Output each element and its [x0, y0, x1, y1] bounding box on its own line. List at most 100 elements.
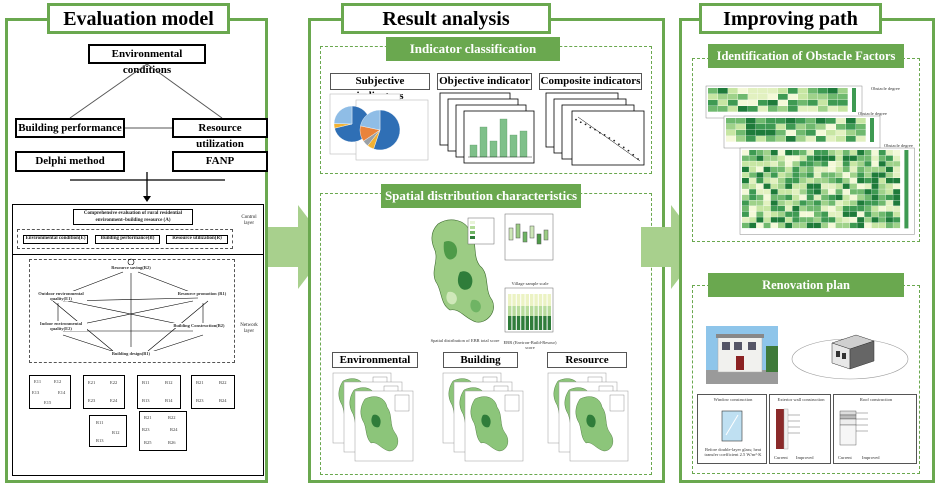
heatmap-cell [792, 200, 800, 206]
heatmap-cell [756, 189, 764, 195]
heatmap-cell [806, 124, 816, 130]
heatmap-cell [814, 211, 821, 217]
heatmap-cell [763, 172, 771, 178]
heatmap-cell [742, 183, 749, 189]
boxplot-box [522, 231, 528, 243]
heatmap-cell [770, 217, 778, 223]
heatmap-cell [878, 183, 886, 189]
heatmap-cell [785, 217, 793, 223]
model-window [836, 351, 840, 357]
heatmap-cell [818, 88, 828, 94]
heatmap-cell [749, 183, 757, 189]
heatmap-cell [886, 206, 893, 212]
heatmap-cell [871, 200, 879, 206]
heatmap-cell [893, 194, 901, 201]
heatmap-cell [770, 178, 778, 184]
stacked-segment [547, 306, 551, 316]
heatmap-cell [857, 211, 865, 217]
heatmap-cell [814, 200, 821, 206]
heatmap-cell [893, 217, 901, 223]
heatmap-cell [788, 106, 798, 112]
heatmap-cell [826, 118, 836, 124]
stacked-segment [547, 294, 551, 306]
composite-scatter-chart [545, 92, 645, 166]
heatmap-cell [814, 178, 821, 184]
heatmap-cell [778, 88, 788, 94]
heatmap-cell [806, 130, 816, 136]
cluster-r1-node: R13 [96, 438, 104, 443]
heatmap-cell [756, 206, 764, 212]
heatmap-cell [785, 194, 793, 201]
heatmap-cell [770, 194, 778, 201]
heatmap-cell [893, 172, 901, 178]
heatmap-cell [736, 136, 746, 142]
ebr-total-map [431, 217, 495, 323]
node-resource-saving: Resource saving(R2) [105, 265, 157, 270]
scatter-point [575, 118, 577, 121]
heatmap-cell [718, 106, 728, 112]
cluster-b1-node: B13 [142, 398, 150, 403]
objective-bar-chart [439, 92, 535, 164]
heatmap-label: Obstacle degree [884, 143, 913, 148]
heatmap-cell [864, 217, 872, 223]
heatmap-cell [799, 178, 807, 184]
cluster-e2-node: E23 [88, 398, 96, 403]
heatmap-cell [886, 217, 893, 223]
heatmap-cell [850, 194, 857, 201]
heatmap-cell [763, 189, 771, 195]
heatmap-cell [878, 161, 886, 167]
heatmap-cell [746, 130, 756, 136]
ebr-stacked-bar [504, 287, 554, 333]
heatmap-cell [749, 150, 757, 156]
heatmap-cell [766, 118, 776, 124]
heatmap-cell [763, 222, 771, 229]
heatmap-cell [742, 155, 749, 161]
heatmap-cell [826, 130, 836, 136]
heatmap-cell [766, 130, 776, 136]
heatmap-cell [835, 155, 843, 161]
heatmap-cell [808, 94, 818, 100]
heatmap-cell [864, 189, 872, 195]
criterion-env: Environmental condition(E) [23, 235, 88, 244]
heatmap-cell [835, 178, 843, 184]
heatmap-cell [806, 150, 814, 156]
composite-indicators-label: Composite indicators [539, 73, 642, 90]
heatmap-cell [749, 172, 757, 178]
cluster-b1: B11 B12 B13 B14 [137, 375, 181, 409]
heatmap-cell [785, 211, 793, 217]
heatmap-cell [758, 106, 768, 112]
boxplot-caption: Village sample scale [511, 281, 549, 286]
heatmap-cell [799, 172, 807, 178]
heatmap-cell [742, 217, 749, 223]
heatmap-cell [799, 166, 807, 173]
cluster-r2-node: R24 [170, 427, 178, 432]
heatmap-cell [893, 211, 901, 217]
roof-construction-title: Roof construction [859, 397, 893, 402]
heatmap-cell [864, 211, 872, 217]
heatmap-cell [842, 166, 850, 173]
heatmap-cell [778, 150, 785, 156]
heatmap-cell [850, 178, 857, 184]
bar [509, 134, 518, 158]
heatmap-cell [878, 150, 886, 156]
heatmap-cell [878, 211, 886, 217]
heatmap-cell [864, 161, 872, 167]
heatmap-cell [842, 200, 850, 206]
thematic-map [354, 390, 414, 462]
heatmap-cell [821, 206, 829, 212]
heatmap-cell [808, 88, 818, 94]
heatmap-cell [778, 189, 785, 195]
heatmap-cell [776, 136, 786, 142]
thematic-map [569, 390, 629, 462]
heatmap-cell [746, 118, 756, 124]
heatmap-cell [846, 130, 856, 136]
heatmap-cell [857, 200, 865, 206]
house-roof [716, 334, 764, 338]
heatmap-cell [871, 189, 879, 195]
map-legend-swatch [470, 236, 475, 239]
heatmap-cell [758, 94, 768, 100]
cluster-r2-node: R21 [144, 415, 152, 420]
delphi-method-box: Delphi method [15, 151, 125, 172]
heatmap-cell [871, 161, 879, 167]
map-district [586, 414, 596, 428]
